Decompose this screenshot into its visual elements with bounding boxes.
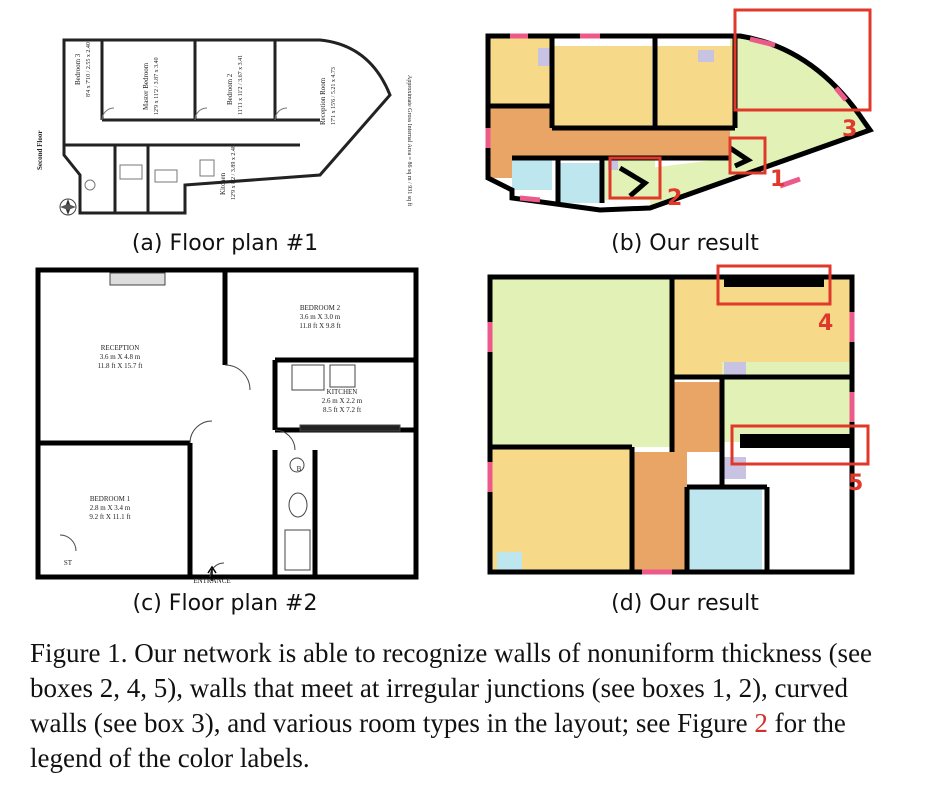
floor-plan-2-drawing: RECEPTION 3.6 m X 4.8 m 11.8 ft X 15.7 f… [35, 267, 419, 585]
room-dims-kitchen-m: 2.6 m X 2.2 m [322, 397, 363, 405]
entrance-arrow-icon [207, 565, 217, 581]
caption-a: (a) Floor plan #1 [131, 231, 319, 256]
highlight-box-2 [608, 156, 662, 200]
figure-ref-link[interactable]: 2 [754, 708, 768, 738]
room-label-bedroom-3: Bedroom 3 [74, 53, 82, 85]
highlight-box-4 [716, 264, 832, 306]
highlight-box-5 [730, 424, 870, 466]
highlight-box-3 [733, 8, 872, 112]
box-label-2: 2 [667, 186, 682, 211]
result-d-drawing: 4 5 [487, 264, 870, 575]
room-label-kitchen: Kitchen [219, 172, 227, 195]
box-label-1: 1 [770, 167, 785, 192]
panel-result-d: 4 5 [482, 262, 882, 582]
box-label-4: 4 [818, 311, 833, 336]
room-label-kitchen-2: KITCHEN [327, 388, 358, 396]
highlight-box-1 [728, 136, 767, 175]
room-dims-bedroom-3: 8'4 x 7'10 / 2.55 x 2.40 [86, 42, 92, 97]
caption-b: (b) Our result [611, 231, 759, 256]
figure-caption-suffix: for the legend of the color labels. [30, 708, 846, 773]
floor-plan-1-drawing: Bedroom 3 8'4 x 7'10 / 2.55 x 2.40 Maste… [36, 38, 413, 216]
room-dims-reception-m: 3.6 m X 4.8 m [100, 353, 141, 361]
figure-caption: Figure 1. Our network is able to recogni… [30, 636, 900, 776]
room-label-bedroom-2b: BEDROOM 2 [300, 304, 341, 312]
room-dims-bedroom-2b-m: 3.6 m X 3.0 m [300, 313, 341, 321]
room-dims-master-bedroom: 12'9 x 11'2 / 3.87 x 3.40 [154, 57, 160, 115]
figure-caption-text: Figure 1. Our network is able to recogni… [30, 638, 873, 738]
room-dims-kitchen-ft: 8.5 ft X 7.2 ft [323, 406, 361, 414]
box-label-3: 3 [842, 117, 857, 142]
panel-result-b: 1 2 3 [480, 8, 890, 233]
area-note: Approximate Gross Internal Area = 86 sq … [406, 75, 413, 207]
box-label-5: 5 [848, 471, 863, 496]
room-dims-kitchen: 12'9 x 8'2 / 3.89 x 2.48 [231, 145, 237, 200]
panel-floor-plan-1: Bedroom 3 8'4 x 7'10 / 2.55 x 2.40 Maste… [20, 25, 430, 235]
room-label-bedroom-1: BEDROOM 1 [90, 495, 131, 503]
panel-floor-plan-2: RECEPTION 3.6 m X 4.8 m 11.8 ft X 15.7 f… [30, 265, 430, 585]
floor-label: Second Floor [36, 131, 44, 170]
room-dims-bedroom-2b-ft: 11.8 ft X 9.8 ft [299, 322, 340, 330]
b-label: B [297, 465, 302, 473]
caption-c: (c) Floor plan #2 [132, 591, 318, 616]
result-b-drawing: 1 2 3 [485, 8, 874, 213]
room-label-reception: Reception Room [319, 77, 327, 125]
compass-icon [59, 198, 77, 216]
room-dims-reception-ft: 11.8 ft X 15.7 ft [98, 362, 143, 370]
room-dims-reception: 17'1 x 15'6 / 5.21 x 4.73 [331, 67, 337, 125]
room-label-master-bedroom: Master Bedroom [142, 62, 150, 110]
room-dims-bedroom-2: 11'11 x 11'2 / 3.67 x 3.41 [238, 55, 244, 115]
caption-d: (d) Our result [611, 591, 759, 616]
room-dims-bedroom-1-ft: 9.2 ft X 11.1 ft [89, 513, 130, 521]
room-dims-bedroom-1-m: 2.8 m X 3.4 m [90, 504, 131, 512]
room-label-reception-2: RECEPTION [101, 344, 140, 352]
room-label-bedroom-2: Bedroom 2 [226, 73, 234, 105]
st-label: ST [64, 559, 73, 567]
